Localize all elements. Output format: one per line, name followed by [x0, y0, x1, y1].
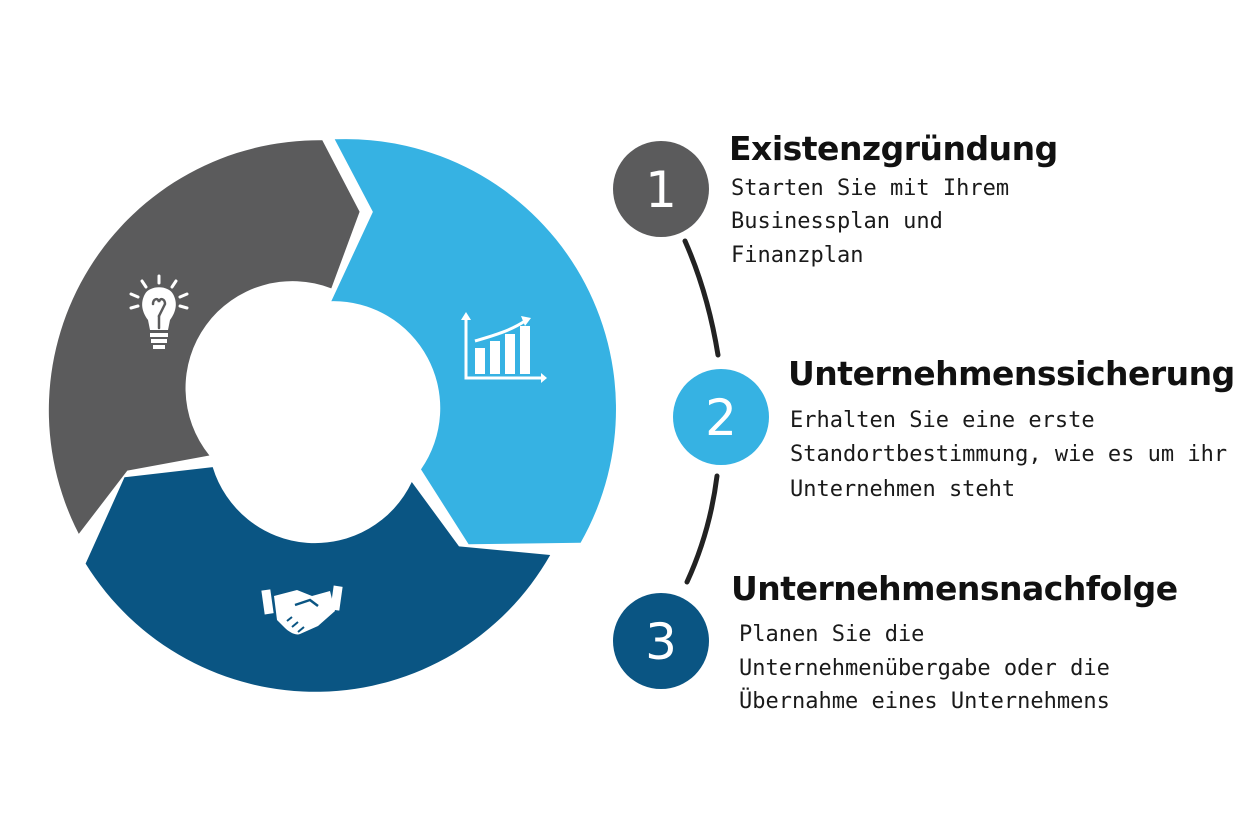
handshake-icon [261, 585, 343, 635]
step-3-number: 3 [645, 613, 677, 671]
cycle-ring [48, 139, 616, 692]
step-3-title: Unternehmensnachfolge [731, 569, 1178, 608]
step-2-desc-line-1: Erhalten Sie eine erste [790, 408, 1095, 433]
step-1-desc-line-1: Starten Sie mit Ihrem [731, 176, 1009, 201]
step-1-circle [613, 141, 709, 237]
connector-lines [682, 238, 721, 585]
step-3-desc-line-1: Planen Sie die [739, 622, 924, 647]
step-1: 1 Existenzgründung Starten Sie mit Ihrem… [613, 129, 1058, 268]
lightbulb-icon [129, 274, 189, 349]
step-1-desc-line-2: Businessplan und [731, 209, 943, 234]
connector-2-3 [684, 473, 720, 585]
step-1-title: Existenzgründung [729, 129, 1058, 168]
step-1-desc-line-3: Finanzplan [731, 243, 863, 268]
step-3: 3 Unternehmensnachfolge Planen Sie die U… [613, 569, 1178, 714]
step-2-desc-line-3: Unternehmen steht [790, 477, 1015, 502]
step-1-number: 1 [645, 161, 677, 219]
segment-growth [331, 139, 616, 545]
connector-1-2 [682, 238, 721, 358]
segment-ideas [48, 140, 360, 534]
step-2-desc-line-2: Standortbestimmung, wie es um ihr [790, 442, 1227, 467]
step-3-desc-line-3: Übernahme eines Unternehmens [739, 688, 1110, 714]
step-2-circle [673, 369, 769, 465]
step-2-title: Unternehmenssicherung [788, 354, 1235, 393]
segment-handover [85, 467, 551, 692]
step-2: 2 Unternehmenssicherung Erhalten Sie ein… [673, 354, 1235, 502]
step-3-desc-line-2: Unternehmenübergabe oder die [739, 656, 1110, 681]
bar-chart-icon [461, 312, 547, 383]
step-2-number: 2 [705, 389, 737, 447]
step-3-circle [613, 593, 709, 689]
